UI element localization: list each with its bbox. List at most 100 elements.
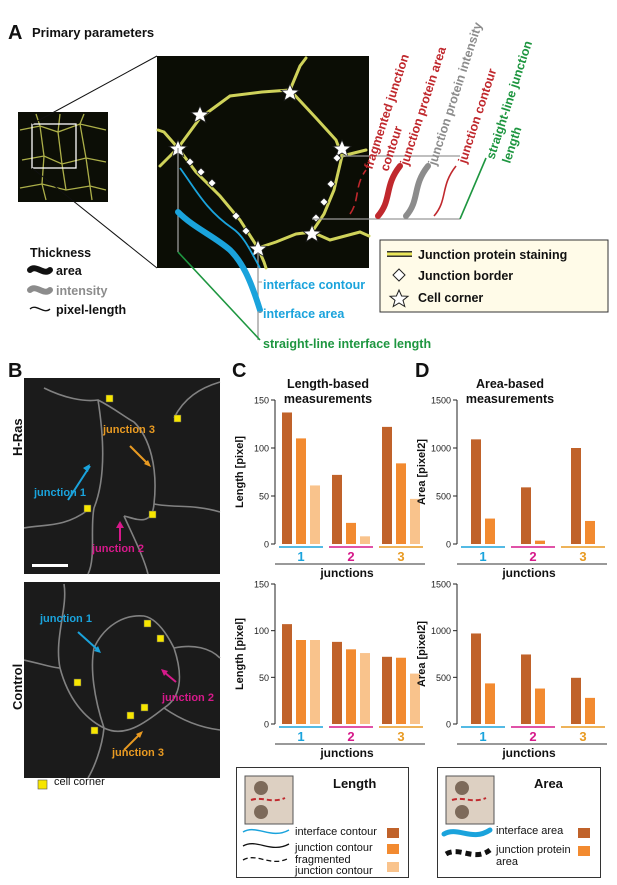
chart-d-bottom-category-label: 1 [479,729,486,744]
panel-b-images [24,378,221,790]
chart-d-top-bar [571,448,581,544]
chart-d-bottom-xlabel: junctions [501,746,556,760]
hras-image [24,378,220,574]
chart-c-top-ytick-label: 0 [264,540,269,550]
panel-b-letter: B [8,360,23,382]
area-legend-box: Area interface area junction protein are… [437,767,601,878]
chart-c-top-category-label: 1 [297,549,304,564]
hras-membranes [24,381,221,575]
chart-c-bottom-bar [282,624,292,724]
length-legend-interface-contour: interface contour [295,826,377,838]
chart-c-bottom-xlabel: junctions [319,746,374,760]
junction-border-diamonds [185,153,342,236]
cell-corner-stars [167,82,353,258]
chart-c-top-category-label: 2 [347,549,354,564]
chart-c-top-ytick-label: 100 [254,444,269,454]
chart-d-top-xlabel: junctions [501,566,556,580]
chart-d-top-bar [535,540,545,544]
cell-corner-legend-square [37,779,48,790]
chart-d-top-bar [471,439,481,544]
chart-d-bottom-bar [535,688,545,724]
chart-c-bottom-ytick-label: 150 [254,580,269,590]
panel-a-diagram: fragmented junction contour junction pro… [18,21,609,351]
thickness-intensity: intensity [56,284,107,298]
chart-d-bottom-category-label: 3 [579,729,586,744]
hras-junction-3: junction 3 [103,424,155,436]
overview-zoom-box [31,123,77,169]
panel-c-title-line2: measurements [283,392,373,406]
panel-d-title-line1: Area-based [475,377,545,391]
chart-d-bottom-ytick-label: 1000 [431,626,451,636]
chart-c-bottom-bar [346,649,356,724]
length-legend-fragmented-contour: junction contour [295,865,373,877]
overview-junctions [19,113,107,201]
chart-c-bottom-bar [310,640,320,724]
chart-d-top-bar [485,518,495,544]
chart-c-top-bar [296,438,306,544]
chart-d-top-category-label: 1 [479,549,486,564]
chart-c-bottom-ylabel: Length [pixel] [234,618,246,690]
chart-d-bottom-ytick-label: 1500 [431,580,451,590]
chart-c-top-bar [346,522,356,544]
control-image [24,582,220,778]
hras-scale-bar [32,564,68,567]
chart-c-top-bar [282,412,292,544]
staining-legend-box [379,239,609,313]
chart-c-top-bar [396,463,406,544]
chart-c-top-ylabel: Length [pixel] [234,436,246,508]
chart-c-top-ytick-label: 50 [259,492,269,502]
chart-c-bottom-ytick-label: 100 [254,626,269,636]
panel-a-letter: A [8,22,23,44]
interface-area-label: interface area [263,307,345,321]
area-legend-title: Area [534,776,563,791]
legend-corner: Cell corner [418,291,483,305]
legend-border: Junction border [418,269,513,283]
chart-c-bottom-bar [410,673,420,724]
panel-c-title: Length-based measurements [258,377,398,407]
chart-d-bottom-bar [485,683,495,724]
chart-c-bottom-category-label: 3 [397,729,404,744]
length-legend-title: Length [333,776,377,791]
chart-d-bottom-category-label: 2 [529,729,536,744]
chart-d-top-category-label: 3 [579,549,586,564]
control-junction-2: junction 2 [162,692,214,704]
chart-c-bottom-bar [396,657,406,724]
chart-c-top-bar [310,485,320,544]
chart-d-bottom-bar [521,654,531,724]
chart-c-bottom-bar [360,653,370,724]
chart-c-top-bar [410,498,420,544]
chart-d-top-ylabel: Area [pixel2] [416,439,428,505]
hras-corner-squares [83,394,182,519]
chart-d-bottom-ytick-label: 0 [446,720,451,730]
area-legend-art [441,775,590,858]
chart-d-bottom-bar [571,677,581,724]
control-membranes [24,583,221,779]
chart-d-bottom-ytick-label: 500 [436,673,451,683]
interface-contour-label: interface contour [263,278,365,292]
chart-d-top-ytick-label: 0 [446,540,451,550]
chart-d-top-category-label: 2 [529,549,536,564]
thickness-title: Thickness [30,246,91,260]
straight-interface-label: straight-line interface length [263,337,431,351]
chart-d-top-bar [585,520,595,544]
chart-d-top-ytick-label: 1000 [431,444,451,454]
chart-d-bottom-bar [585,697,595,724]
thickness-pixel-length: pixel-length [56,303,126,317]
panel-d-title-line2: measurements [465,392,555,406]
chart-c-top-bar [360,536,370,544]
length-legend-fragmented: fragmented [295,854,351,866]
legend-corner-star [388,288,410,308]
chart-c-bottom-category-label: 2 [347,729,354,744]
chart-d-top-ytick-label: 1500 [431,396,451,406]
chart-c-top-xlabel: junctions [319,566,374,580]
chart-c-top-bar [382,426,392,544]
control-junction-3: junction 3 [112,747,164,759]
panel-a-title: Primary parameters [32,25,155,40]
chart-c-top-bar [332,474,342,544]
length-legend-art [242,775,399,872]
control-corner-squares [73,619,165,735]
cell-corner-legend-label: cell corner [54,776,105,788]
panel-c-letter: C [232,360,247,382]
panel-d-title: Area-based measurements [440,377,580,407]
